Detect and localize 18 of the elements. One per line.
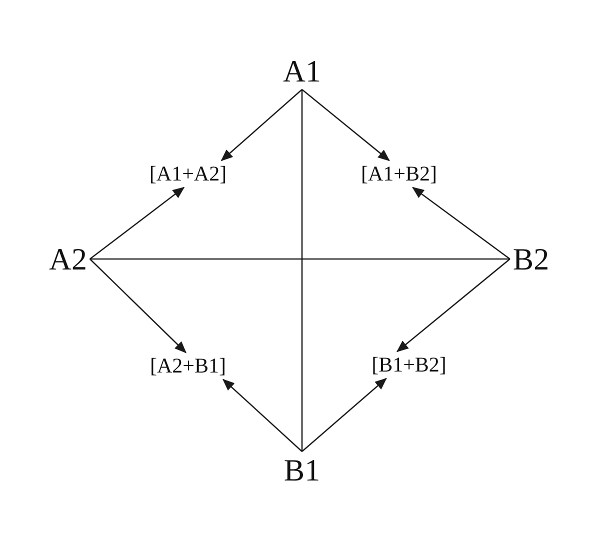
arrow xyxy=(90,186,185,260)
arrow xyxy=(412,186,510,260)
term-label: A1 xyxy=(283,56,321,86)
arrow xyxy=(302,89,390,162)
combination-label: [A2+B1] xyxy=(150,356,226,376)
connector-line xyxy=(90,258,510,260)
arrow xyxy=(220,89,302,162)
term-label: B2 xyxy=(512,244,550,274)
arrow xyxy=(222,378,302,452)
arrow xyxy=(89,258,187,354)
combination-label: [B1+B2] xyxy=(372,354,446,376)
combination-label: [A1+A2] xyxy=(149,164,227,184)
connector-line xyxy=(301,90,303,452)
arrow xyxy=(302,378,387,452)
term-label: B1 xyxy=(284,454,320,486)
term-label: A2 xyxy=(49,244,87,274)
arrow xyxy=(396,258,510,352)
combination-label: [A1+B2] xyxy=(361,164,437,184)
